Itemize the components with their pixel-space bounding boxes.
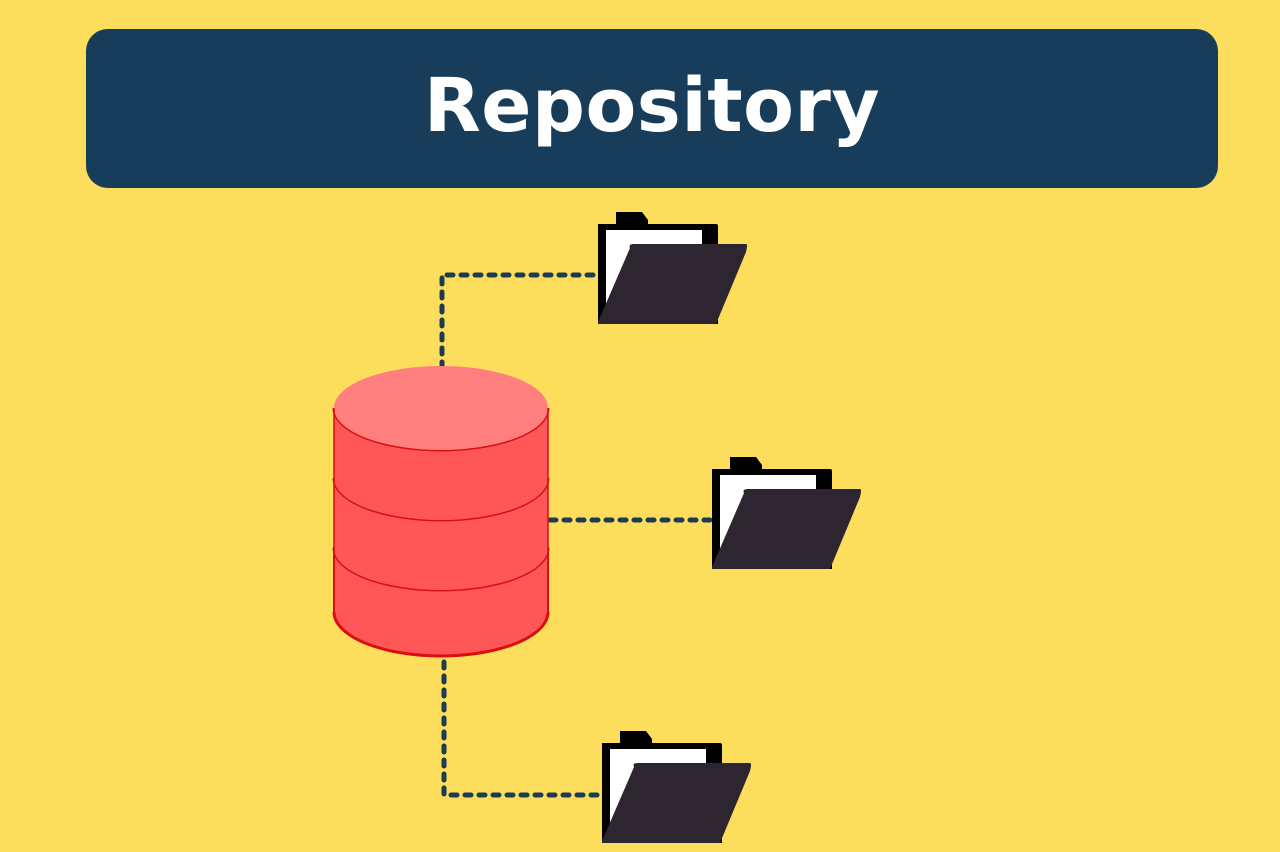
connector-bottom <box>441 659 605 798</box>
folder-bottom-icon <box>602 731 751 843</box>
folder-middle-icon <box>712 457 861 569</box>
title-banner: Repository <box>86 29 1218 188</box>
diagram-title: Repository <box>423 62 881 149</box>
database-icon <box>332 366 550 658</box>
connector-top <box>439 272 601 413</box>
folder-top-icon <box>598 212 747 324</box>
